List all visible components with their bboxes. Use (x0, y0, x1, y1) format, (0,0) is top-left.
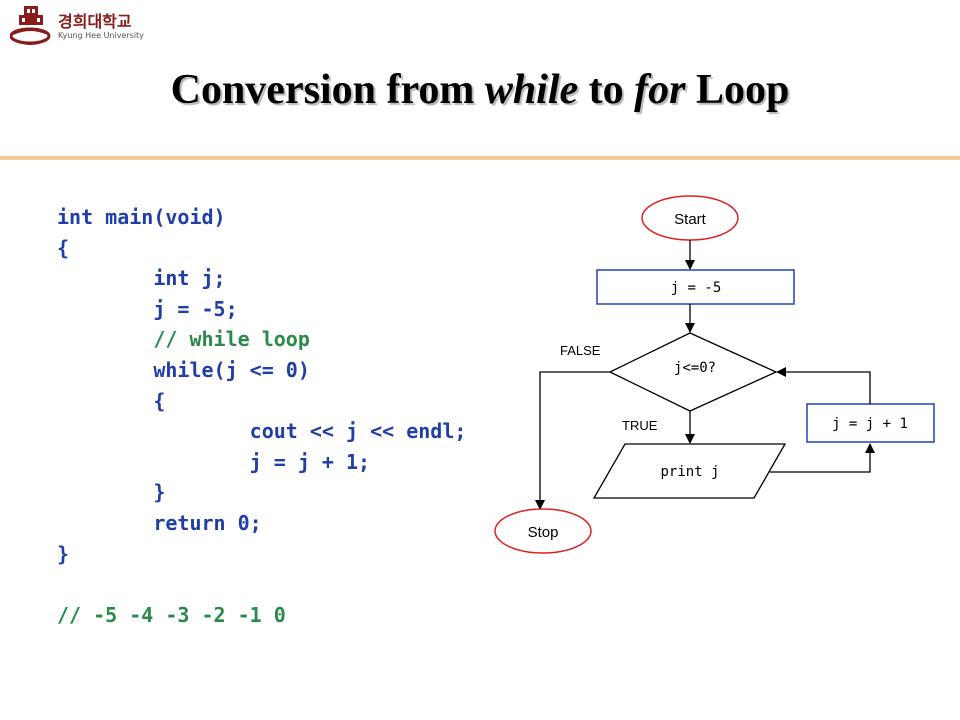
title-part-2: to (578, 67, 635, 113)
init-box (596, 269, 795, 305)
logo-korean-name: 경희대학교 (58, 12, 132, 31)
code-line: return 0; (57, 510, 262, 535)
code-line: } (57, 480, 166, 505)
code-listing: int main(void) { int j; j = -5; // while… (57, 202, 466, 630)
code-line: j = -5; (57, 296, 238, 321)
start-label: Start (674, 211, 707, 228)
flowchart: Start j = -5 j<=0? FALSE TRUE print j j … (494, 195, 935, 554)
code-line: int j; (57, 266, 226, 291)
stop-label: Stop (528, 524, 559, 541)
code-line: int main(void) (57, 205, 226, 229)
stop-terminal (494, 508, 592, 554)
university-seal-icon (9, 6, 51, 45)
true-label: TRUE (622, 418, 658, 433)
code-line: } (57, 541, 70, 566)
arrow-false-stop (535, 371, 610, 510)
code-line: j = j + 1; (57, 449, 371, 474)
arrow-print-increment (770, 443, 875, 473)
code-line: { (57, 388, 166, 413)
print-label: print j (660, 464, 719, 480)
university-logo: 경희대학교 Kyung Hee University (9, 4, 170, 48)
code-comment: // -5 -4 -3 -2 -1 0 (57, 602, 286, 627)
title-divider (0, 156, 960, 160)
title-for: for (634, 67, 686, 113)
logo-english-name: Kyung Hee University (58, 31, 144, 40)
print-parallelogram (592, 443, 787, 499)
init-label: j = -5 (671, 280, 722, 296)
code-line: while(j <= 0) (57, 357, 310, 382)
code-comment: // while loop (57, 327, 310, 352)
false-label: FALSE (560, 343, 601, 358)
title-while: while (484, 67, 579, 113)
increment-label: j = j + 1 (832, 416, 908, 432)
title-part-1: Conversion from (170, 67, 485, 113)
code-line: { (57, 235, 70, 260)
code-line: cout << j << endl; (57, 419, 467, 444)
arrow-increment-decision (776, 367, 871, 404)
condition-label: j<=0? (674, 360, 716, 376)
title-part-3: Loop (685, 67, 790, 113)
slide-title: Conversion from while to for Loop (0, 66, 960, 114)
